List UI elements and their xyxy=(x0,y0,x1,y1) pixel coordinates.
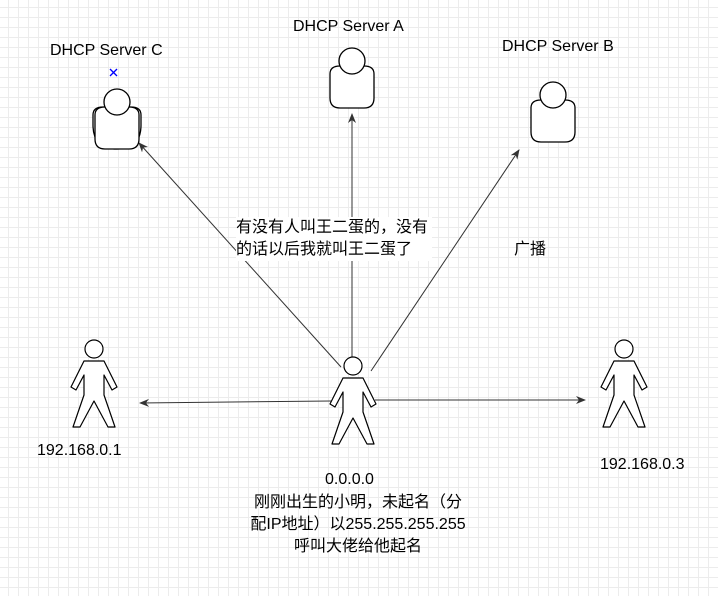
client-right-ip: 192.168.0.3 xyxy=(600,456,685,473)
server-a-user-icon xyxy=(329,47,375,109)
person-icon-client-right xyxy=(600,339,648,428)
person-icon-client-left xyxy=(70,339,118,428)
x-marker-icon xyxy=(109,68,118,77)
broadcast-message: 有没有人叫王二蛋的，没有的话以后我就叫王二蛋了 xyxy=(236,217,432,261)
newcomer-ip: 0.0.0.0 xyxy=(325,471,374,488)
server-b-label: DHCP Server B xyxy=(502,38,614,55)
edge-to-client-left xyxy=(139,398,332,407)
server-c-user-icon xyxy=(92,88,142,150)
broadcast-label: 广播 xyxy=(514,241,547,258)
edge-to-server-b xyxy=(370,149,520,372)
server-b-user-icon xyxy=(530,81,576,143)
server-a-label: DHCP Server A xyxy=(293,18,404,35)
client-left-ip: 192.168.0.1 xyxy=(37,442,122,459)
newcomer-description: 刚刚出生的小明，未起名（分配IP地址）以255.255.255.255呼叫大佬给… xyxy=(250,494,466,555)
person-icon-newcomer xyxy=(329,356,377,445)
server-c-label: DHCP Server C xyxy=(50,42,163,59)
